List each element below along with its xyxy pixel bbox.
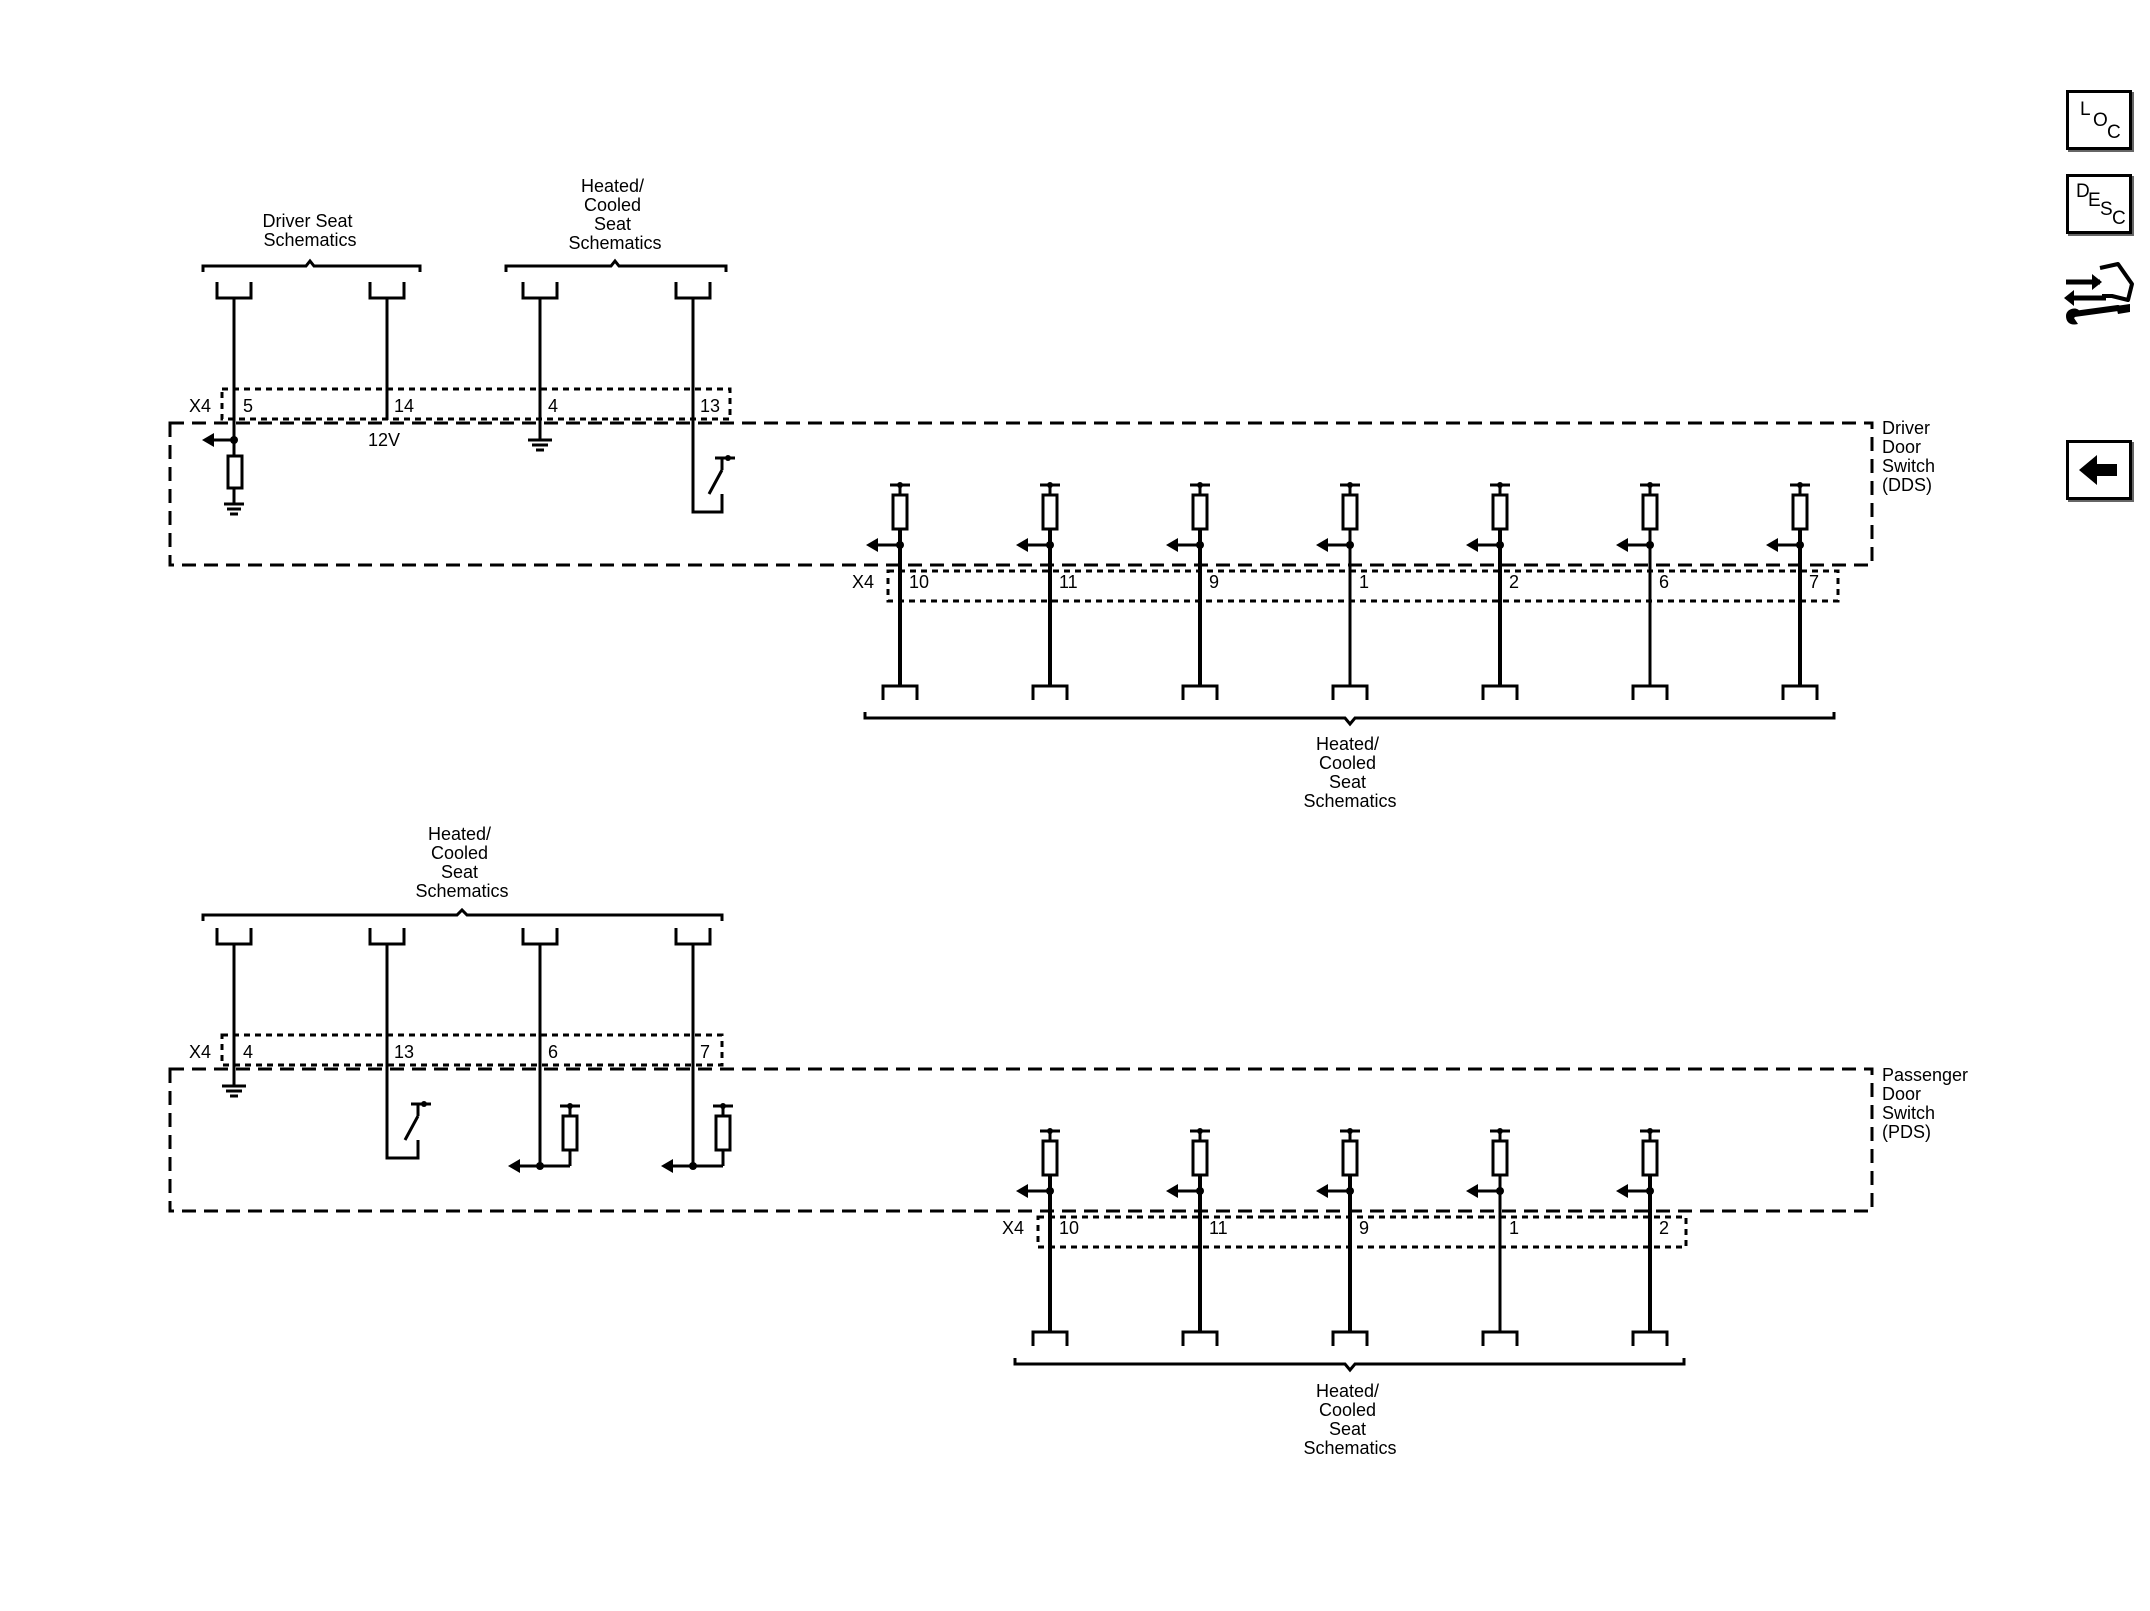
- dds-bottom-pin-label: 2: [1509, 572, 1519, 592]
- dds-heated-cooled-top-label: Heated/ Cooled Seat Schematics: [568, 176, 661, 253]
- dds-top-pin-label: 14: [394, 396, 414, 416]
- dds-heated-cooled-top-brace: [504, 258, 728, 272]
- dds-bottom-pin-label: 1: [1359, 572, 1369, 592]
- description-button[interactable]: D E S C: [2066, 174, 2132, 234]
- pds-top-pin-label: 7: [700, 1042, 710, 1062]
- pds-top-pin-label: 6: [548, 1042, 558, 1062]
- dds-bottom-pin-label: 10: [909, 572, 929, 592]
- pds-pin7-circuit: [661, 944, 733, 1173]
- pds-bottom-pin-circuit: [1466, 1128, 1519, 1346]
- pds-pin6-circuit: [508, 944, 580, 1173]
- pds-top-connector-name: X4: [189, 1042, 211, 1062]
- driver-door-switch-section: Driver Door Switch (DDS) Driver Seat Sch…: [168, 176, 1940, 811]
- dds-pin4-ground: [528, 298, 552, 452]
- pds-bottom-pin-label: 10: [1059, 1218, 1079, 1238]
- pds-heated-cooled-bottom-label: Heated/ Cooled Seat Schematics: [1303, 1381, 1396, 1458]
- pds-module-boundary: [168, 1067, 1874, 1213]
- pds-module-label: Passenger Door Switch (PDS): [1882, 1065, 1973, 1142]
- pds-bottom-pin-label: 1: [1509, 1218, 1519, 1238]
- dds-bottom-pin-label: 11: [1059, 572, 1078, 592]
- pds-top-pin-label: 13: [394, 1042, 414, 1062]
- pds-bottom-connector-name: X4: [1002, 1218, 1024, 1238]
- dds-bottom-pin-circuit: [1466, 482, 1519, 700]
- pds-heated-cooled-top-label: Heated/ Cooled Seat Schematics: [415, 824, 508, 901]
- desc-letter-e: E: [2088, 190, 2101, 211]
- connector-repair-icon[interactable]: [2060, 256, 2138, 334]
- pds-top-connector-boundary: [220, 1033, 724, 1067]
- dds-bottom-pin-label: 6: [1659, 572, 1669, 592]
- loc-letter-o: O: [2093, 110, 2108, 131]
- dds-bottom-pin-label: 9: [1209, 572, 1219, 592]
- dds-module-boundary: [168, 421, 1874, 567]
- pds-bottom-pin-label: 9: [1359, 1218, 1369, 1238]
- dds-pin13-switch: [691, 298, 735, 514]
- loc-letter-l: L: [2080, 99, 2091, 120]
- pds-pin13-switch: [385, 944, 431, 1160]
- back-button[interactable]: [2066, 440, 2132, 500]
- desc-letter-s: S: [2100, 199, 2113, 220]
- loc-letter-c: C: [2107, 122, 2121, 143]
- passenger-door-switch-section: Passenger Door Switch (PDS) Heated/ Cool…: [168, 824, 1973, 1458]
- dds-top-connector-name: X4: [189, 396, 211, 416]
- dds-top-connector-boundary: [220, 387, 732, 421]
- dds-bottom-connector-name: X4: [852, 572, 874, 592]
- dds-bottom-pin-circuit: [1316, 482, 1369, 700]
- pds-bottom-pin-label: 11: [1209, 1218, 1228, 1238]
- location-button[interactable]: L O C: [2066, 90, 2132, 150]
- pds-pin4-ground: [222, 944, 246, 1098]
- dds-bottom-pin-circuit: [1766, 482, 1819, 700]
- pds-heated-cooled-bottom-brace: [1013, 1358, 1686, 1373]
- pds-top-pin-label: 4: [243, 1042, 253, 1062]
- pds-bottom-pin-circuit: [1016, 1128, 1069, 1346]
- dds-12v-label: 12V: [368, 430, 400, 450]
- dds-heated-cooled-bottom-label: Heated/ Cooled Seat Schematics: [1303, 734, 1396, 811]
- dds-driver-seat-schematics-label: Driver Seat Schematics: [262, 211, 357, 250]
- dds-bottom-pin-label: 7: [1809, 572, 1819, 592]
- desc-letter-c: C: [2112, 208, 2126, 229]
- pds-bottom-pin-circuit: [1166, 1128, 1219, 1346]
- dds-top-pin-label: 13: [700, 396, 720, 416]
- dds-bottom-pin-circuit: [1166, 482, 1219, 700]
- dds-pin5-circuit: [202, 298, 244, 516]
- dds-bottom-pin-circuit: [1616, 482, 1669, 700]
- pds-bottom-pin-circuit: [1316, 1128, 1369, 1346]
- dds-driver-seat-brace: [201, 258, 422, 272]
- pds-bottom-pin-circuit: [1616, 1128, 1669, 1346]
- pds-bottom-connector-boundary: [1036, 1215, 1688, 1249]
- dds-heated-cooled-bottom-brace: [863, 712, 1836, 727]
- dds-bottom-connector-boundary: [886, 569, 1840, 603]
- dds-top-pin-label: 4: [548, 396, 558, 416]
- pds-bottom-pin-label: 2: [1659, 1218, 1669, 1238]
- back-arrow-icon: [2079, 455, 2117, 485]
- dds-top-pin-label: 5: [243, 396, 253, 416]
- desc-letter-d: D: [2076, 181, 2090, 202]
- dds-bottom-pin-circuit: [866, 482, 919, 700]
- pds-heated-cooled-top-brace: [201, 907, 724, 921]
- dds-bottom-pin-circuit: [1016, 482, 1069, 700]
- dds-module-label: Driver Door Switch (DDS): [1882, 418, 1940, 495]
